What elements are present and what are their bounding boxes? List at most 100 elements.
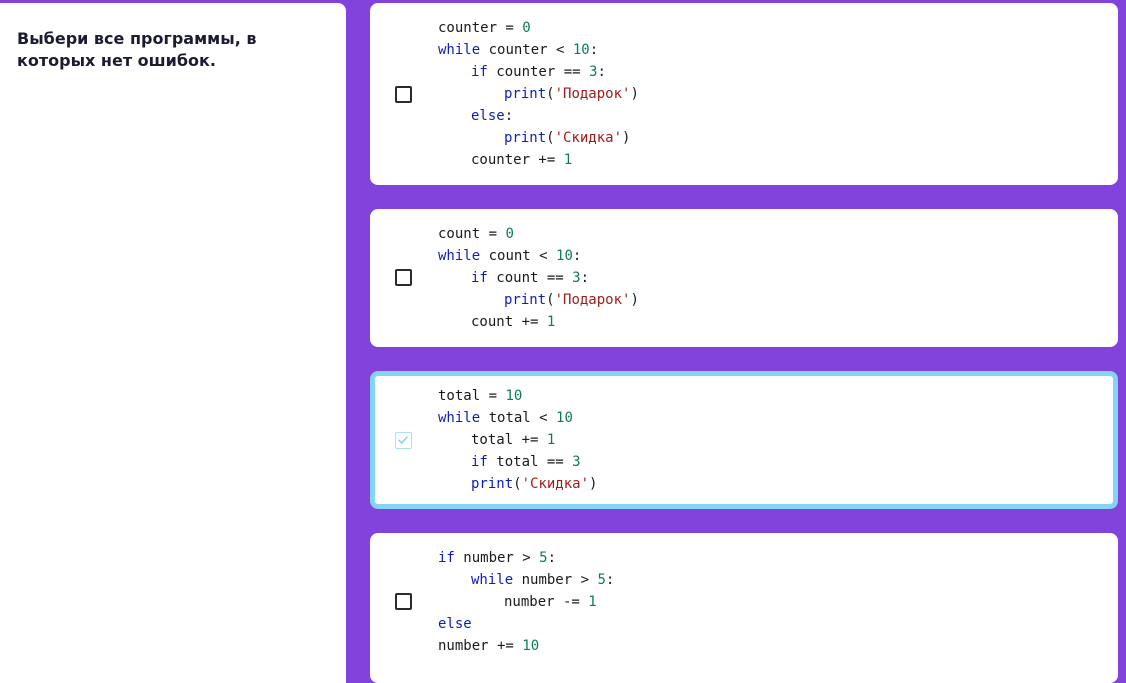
code-token: counter = (438, 20, 523, 36)
code-token: 3 (572, 454, 581, 470)
code-line: print('Подарок') (438, 289, 639, 311)
code-token: number > (454, 550, 540, 566)
option-1-checkbox[interactable] (395, 86, 412, 103)
code-token: number += (438, 638, 523, 654)
option-4-checkbox[interactable] (395, 593, 412, 610)
code-token: count == (487, 270, 573, 286)
code-token: : (580, 270, 590, 286)
code-token: number > (513, 572, 598, 588)
code-token: ) (630, 86, 639, 102)
code-line: number += 10 (438, 635, 614, 657)
code-token: while (438, 410, 481, 426)
code-line: total += 1 (438, 429, 597, 451)
code-token: ( (546, 86, 555, 102)
question-line-2: которых нет ошибок. (17, 51, 216, 70)
code-line: print('Скидка') (438, 473, 597, 495)
option-4-code: if number > 5:while number > 5:number -=… (438, 547, 614, 657)
code-token: 10 (556, 248, 573, 264)
code-token: total == (487, 454, 573, 470)
code-token: 5 (539, 550, 548, 566)
answer-option-4[interactable]: if number > 5:while number > 5:number -=… (370, 533, 1118, 683)
code-token: 3 (572, 270, 581, 286)
code-token: 10 (522, 638, 540, 654)
question-panel: Выбери все программы, в которых нет ошиб… (0, 3, 346, 683)
code-token: : (605, 572, 615, 588)
code-line: count += 1 (438, 311, 639, 333)
code-token: : (504, 108, 514, 124)
code-line: if number > 5: (438, 547, 614, 569)
code-token: 1 (563, 152, 573, 168)
code-token: 'Подарок' (554, 292, 631, 308)
question-line-1: Выбери все программы, в (17, 29, 257, 48)
code-token: if (471, 64, 488, 80)
code-token: 'Подарок' (554, 86, 631, 102)
code-token: total += (471, 432, 547, 448)
code-token: print (504, 292, 547, 308)
code-token: while (438, 248, 481, 264)
code-token: count < (480, 248, 557, 264)
code-token: number -= (504, 594, 589, 610)
code-token: 0 (522, 20, 531, 36)
code-token: 1 (588, 594, 597, 610)
code-token: ( (546, 292, 555, 308)
code-line: number -= 1 (438, 591, 614, 613)
code-line: while counter < 10: (438, 39, 639, 61)
code-line: print('Скидка') (438, 127, 639, 149)
code-line: counter += 1 (438, 149, 639, 171)
code-token: print (504, 86, 547, 102)
code-token: ( (546, 130, 555, 146)
code-token: else (471, 108, 505, 124)
code-token: print (471, 476, 514, 492)
code-line: count = 0 (438, 223, 639, 245)
question-text: Выбери все программы, в которых нет ошиб… (17, 28, 256, 72)
code-line: if total == 3 (438, 451, 597, 473)
code-line: while total < 10 (438, 407, 597, 429)
code-token: counter += (471, 152, 564, 168)
code-token: 10 (556, 410, 573, 426)
code-token: : (597, 64, 606, 80)
checkmark-icon (398, 436, 408, 444)
code-line: total = 10 (438, 385, 597, 407)
code-token: 'Скидка' (554, 130, 623, 146)
code-token: 10 (505, 388, 523, 404)
code-token: counter < (480, 42, 573, 58)
code-line: counter = 0 (438, 17, 639, 39)
code-token: total < (480, 410, 557, 426)
option-2-checkbox[interactable] (395, 269, 412, 286)
code-token: total = (438, 388, 506, 404)
code-token: counter == (487, 64, 590, 80)
code-token: 1 (546, 432, 556, 448)
code-token: 3 (589, 64, 598, 80)
code-line: while count < 10: (438, 245, 639, 267)
code-token: ) (589, 476, 598, 492)
code-token: 10 (572, 42, 590, 58)
code-token: ( (513, 476, 522, 492)
code-token: while (471, 572, 514, 588)
code-line: print('Подарок') (438, 83, 639, 105)
option-3-checkbox[interactable] (395, 432, 412, 449)
code-token: 5 (597, 572, 606, 588)
code-token: : (547, 550, 557, 566)
code-token: ) (622, 130, 631, 146)
code-token: ) (630, 292, 639, 308)
code-token: : (572, 248, 582, 264)
code-token: 0 (505, 226, 514, 242)
code-token: count = (438, 226, 506, 242)
code-token: while (438, 42, 481, 58)
code-token: if (471, 454, 488, 470)
code-token: if (471, 270, 488, 286)
code-token: count += (471, 314, 547, 330)
code-line: else (438, 613, 614, 635)
code-line: else: (438, 105, 639, 127)
code-line: if count == 3: (438, 267, 639, 289)
code-token: 1 (546, 314, 556, 330)
code-line: while number > 5: (438, 569, 614, 591)
code-token: 'Скидка' (521, 476, 590, 492)
code-token: print (504, 130, 547, 146)
